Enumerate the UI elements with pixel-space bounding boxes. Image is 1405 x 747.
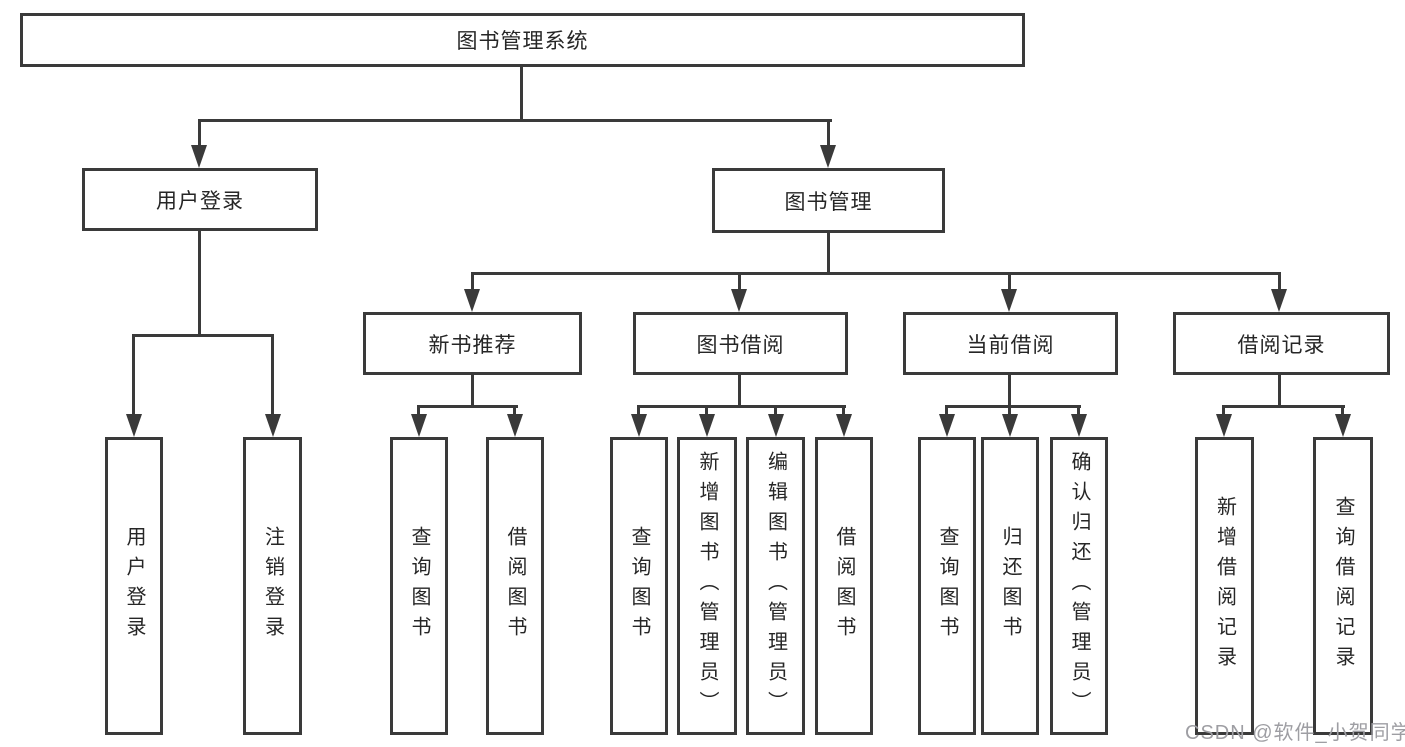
connector-line <box>471 272 1281 275</box>
leaf-add-book-admin: 新增图书（管理员） <box>677 437 737 735</box>
arrow-down-icon <box>1071 414 1087 437</box>
connector-line <box>637 405 640 419</box>
connector-line <box>198 230 201 337</box>
connector-line <box>417 405 518 408</box>
leaf-confirm-return-admin-label: 确认归还（管理员） <box>1068 451 1090 721</box>
node-book-borrowing-label: 图书借阅 <box>696 333 785 357</box>
connector-line <box>198 119 832 122</box>
leaf-return-book-label: 归还图书 <box>999 526 1021 646</box>
leaf-query-borrow-record: 查询借阅记录 <box>1313 437 1373 735</box>
node-new-book-recommend-label: 新书推荐 <box>428 333 517 357</box>
connector-line <box>1077 405 1080 419</box>
arrow-down-icon <box>768 414 784 437</box>
arrow-down-icon <box>507 414 523 437</box>
arrow-down-icon <box>191 145 207 168</box>
leaf-query-books-3: 查询图书 <box>918 437 976 735</box>
arrow-down-icon <box>631 414 647 437</box>
leaf-borrow-books-2-label: 借阅图书 <box>833 526 855 646</box>
watermark-text: CSDN @软件_小贺同学 <box>1185 722 1405 744</box>
arrow-down-icon <box>1001 289 1017 312</box>
leaf-query-books-1: 查询图书 <box>390 437 448 735</box>
connector-line <box>1278 374 1281 408</box>
node-new-book-recommend: 新书推荐 <box>363 312 582 375</box>
connector-line <box>132 334 274 337</box>
node-borrow-records: 借阅记录 <box>1173 312 1390 375</box>
connector-line <box>132 334 135 418</box>
leaf-logout: 注销登录 <box>243 437 302 735</box>
arrow-down-icon <box>1335 414 1351 437</box>
leaf-query-books-2: 查询图书 <box>610 437 668 735</box>
arrow-down-icon <box>836 414 852 437</box>
connector-line <box>945 405 948 419</box>
leaf-edit-book-admin-label: 编辑图书（管理员） <box>764 451 787 721</box>
connector-line <box>705 405 708 419</box>
leaf-query-books-2-label: 查询图书 <box>628 526 650 646</box>
node-library-system-label: 图书管理系统 <box>456 30 589 53</box>
leaf-borrow-books-1: 借阅图书 <box>486 437 544 735</box>
connector-line <box>198 119 201 149</box>
node-library-system: 图书管理系统 <box>20 13 1025 67</box>
connector-line <box>774 405 777 419</box>
arrow-down-icon <box>731 289 747 312</box>
leaf-add-borrow-record: 新增借阅记录 <box>1195 437 1254 735</box>
arrow-down-icon <box>1271 289 1287 312</box>
connector-line <box>1278 272 1281 292</box>
node-current-borrowing: 当前借阅 <box>903 312 1118 375</box>
arrow-down-icon <box>1002 414 1018 437</box>
node-book-management: 图书管理 <box>712 168 945 233</box>
leaf-user-login-label: 用户登录 <box>123 526 145 646</box>
arrow-down-icon <box>411 414 427 437</box>
arrow-down-icon <box>464 289 480 312</box>
leaf-edit-book-admin: 编辑图书（管理员） <box>746 437 805 735</box>
node-book-borrowing: 图书借阅 <box>633 312 848 375</box>
node-user-login: 用户登录 <box>82 168 318 231</box>
arrow-down-icon <box>939 414 955 437</box>
connector-line <box>827 232 830 274</box>
connector-line <box>1222 405 1225 419</box>
connector-line <box>1008 374 1011 408</box>
connector-line <box>1008 405 1011 419</box>
node-borrow-records-label: 借阅记录 <box>1237 333 1326 357</box>
leaf-query-borrow-record-label: 查询借阅记录 <box>1332 496 1354 676</box>
leaf-return-book: 归还图书 <box>981 437 1039 735</box>
leaf-query-books-1-label: 查询图书 <box>408 526 430 646</box>
arrow-down-icon <box>699 414 715 437</box>
connector-line <box>738 272 741 292</box>
connector-line <box>520 66 523 122</box>
connector-line <box>513 405 516 419</box>
connector-line <box>271 334 274 418</box>
connector-line <box>842 405 845 419</box>
leaf-borrow-books-1-label: 借阅图书 <box>504 526 526 646</box>
arrow-down-icon <box>265 414 281 437</box>
connector-line <box>827 119 830 149</box>
leaf-user-login: 用户登录 <box>105 437 163 735</box>
connector-line <box>945 405 1081 408</box>
leaf-logout-label: 注销登录 <box>261 526 284 646</box>
node-user-login-label: 用户登录 <box>156 189 244 213</box>
arrow-down-icon <box>820 145 836 168</box>
connector-line <box>1222 405 1345 408</box>
connector-line <box>738 374 741 408</box>
node-book-management-label: 图书管理 <box>784 190 873 214</box>
arrow-down-icon <box>1216 414 1232 437</box>
leaf-query-books-3-label: 查询图书 <box>936 526 958 646</box>
node-current-borrowing-label: 当前借阅 <box>966 333 1055 357</box>
connector-line <box>471 374 474 408</box>
leaf-add-book-admin-label: 新增图书（管理员） <box>696 451 718 721</box>
connector-line <box>417 405 420 419</box>
connector-line <box>471 272 474 292</box>
arrow-down-icon <box>126 414 142 437</box>
connector-line <box>637 405 846 408</box>
connector-line <box>1341 405 1344 419</box>
leaf-borrow-books-2: 借阅图书 <box>815 437 873 735</box>
connector-line <box>1008 272 1011 292</box>
leaf-add-borrow-record-label: 新增借阅记录 <box>1213 496 1236 676</box>
leaf-confirm-return-admin: 确认归还（管理员） <box>1050 437 1108 735</box>
